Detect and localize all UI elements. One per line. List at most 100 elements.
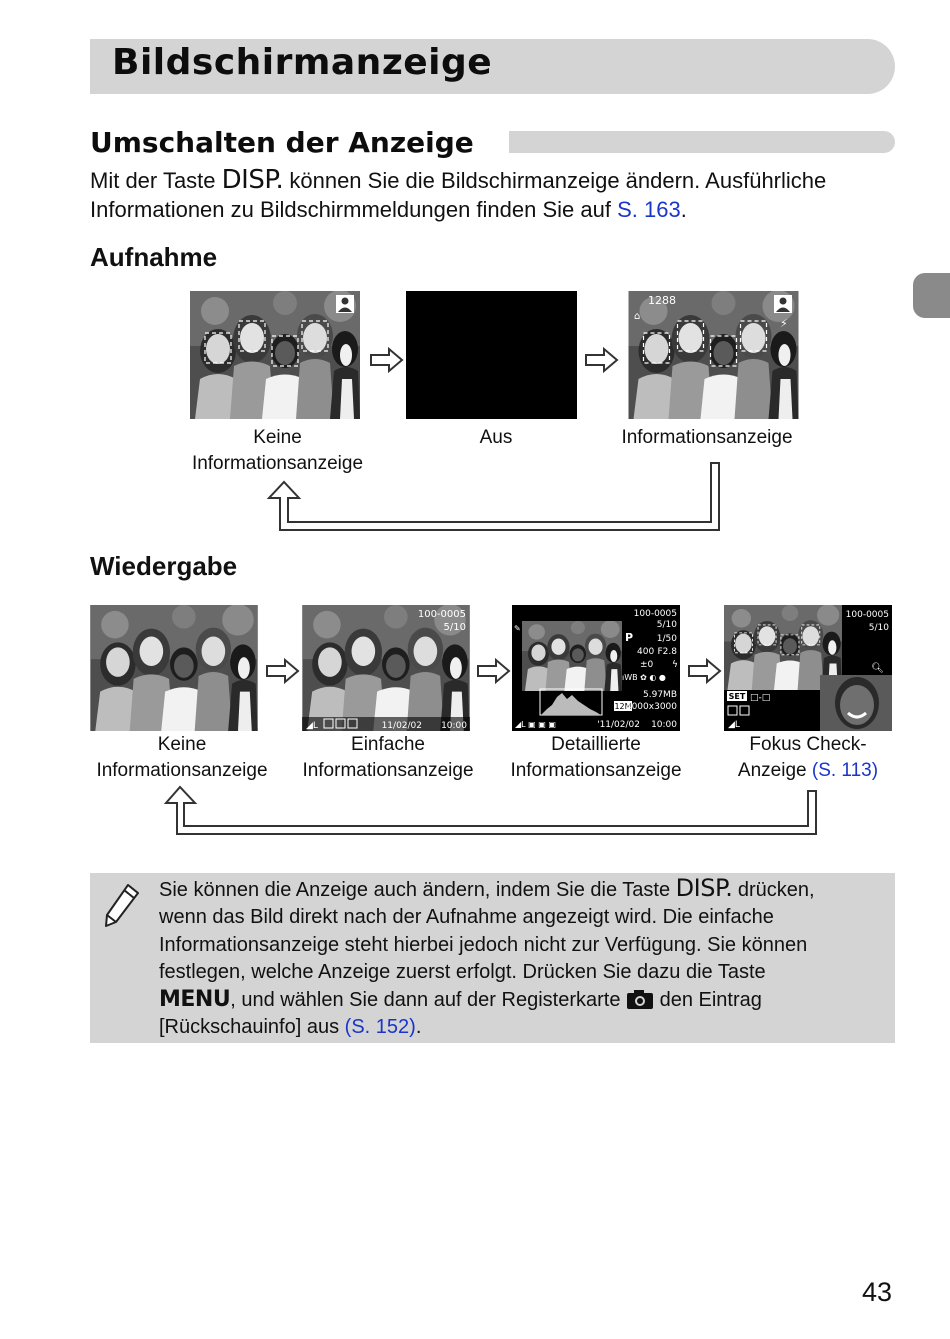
- intro-text-c: Informationen zu Bildschirmmeldungen fin…: [90, 197, 618, 222]
- note-line: wenn das Bild direkt nach der Aufnahme a…: [159, 906, 774, 929]
- disp-button-symbol: DISP.: [221, 165, 284, 195]
- note-text: Sie können die Anzeige auch ändern, inde…: [159, 874, 889, 1042]
- shooting-screen-off: [406, 291, 577, 419]
- aperture: F2.8: [658, 647, 678, 657]
- note-box: [90, 873, 895, 1043]
- caption-text: Anzeige: [737, 760, 812, 781]
- caption-info: Informationsanzeige: [607, 425, 807, 451]
- photo-children-dog: [90, 605, 258, 731]
- playback-heading: Wiedergabe: [90, 551, 238, 581]
- caption-line: Informationsanzeige: [302, 760, 474, 781]
- section-title-bar: [509, 131, 895, 153]
- page-link-s163[interactable]: S. 163: [617, 197, 681, 222]
- camera-tab-icon: [627, 990, 654, 1010]
- exposure-comp: ±0: [640, 660, 654, 670]
- intro-line-1: Mit der Taste DISP. können Sie die Bilds…: [90, 166, 900, 195]
- time: 10:00: [441, 721, 467, 731]
- intro-text-a: Mit der Taste: [90, 168, 222, 193]
- caption-line: Informationsanzeige: [191, 453, 364, 474]
- caption-line: Informationsanzeige: [621, 427, 793, 448]
- svg-text:🔍︎: 🔍︎: [871, 662, 884, 674]
- intro-text-b: können Sie die Bildschirmanzeige ändern.…: [283, 168, 827, 193]
- file-size: 5.97MB: [643, 690, 677, 700]
- photo-children-dog: 1288 ⌂ ⚡: [628, 291, 799, 419]
- pencil-icon: [105, 884, 139, 927]
- note-line: Sie können die Anzeige auch ändern, inde…: [159, 874, 889, 904]
- caption-no-info: Keine Informationsanzeige: [170, 425, 385, 477]
- intro-paragraph: Mit der Taste DISP. können Sie die Bilds…: [90, 166, 900, 224]
- shooting-mode: P: [625, 631, 633, 644]
- intro-period: .: [680, 197, 687, 222]
- note-line: Informationsanzeige steht hierbei jedoch…: [159, 933, 808, 956]
- note-text-a: Sie können die Anzeige auch ändern, inde…: [159, 879, 676, 901]
- playback-screen-no-info: [90, 605, 258, 731]
- arrow-right-icon: [266, 657, 300, 685]
- file-number: 100-0005: [634, 609, 677, 619]
- svg-text:⚡: ⚡: [780, 317, 788, 330]
- note-line: [Rückschauinfo] aus (S. 152).: [159, 1014, 889, 1041]
- menu-button-symbol: MENU: [159, 987, 231, 1013]
- caption-off: Aus: [406, 425, 586, 451]
- svg-text:⌂: ⌂: [634, 311, 640, 322]
- playback-screen-detailed-info: ✎ 100-0005 5/10 P 1/50 400 F2.8 ±0 ϟ ıWB…: [512, 605, 680, 731]
- caption-line: Anzeige (S. 113): [708, 758, 908, 784]
- arrow-right-icon: [585, 346, 619, 374]
- loop-back-arrow-icon: [163, 785, 817, 835]
- image-count: 5/10: [657, 620, 677, 630]
- image-count: 5/10: [444, 622, 466, 633]
- caption-line: Detaillierte: [551, 734, 641, 755]
- caption-line: Informationsanzeige: [510, 760, 682, 781]
- shutter-speed: 1/50: [657, 634, 677, 644]
- photo-children-dog: 100-0005 5/10 ◢L 11/02/02 10:00: [302, 605, 470, 731]
- svg-text:✎: ✎: [514, 624, 521, 633]
- caption-line: Fokus Check-: [749, 734, 867, 755]
- playback-screen-focus-check: 100-0005 5/10 🔍︎ SET □-□ ◢L: [724, 605, 892, 731]
- image-count: 5/10: [869, 623, 889, 633]
- arrow-right-icon: [370, 346, 404, 374]
- shooting-screen-info: 1288 ⌂ ⚡: [628, 291, 799, 419]
- caption-line: Keine: [253, 427, 302, 448]
- shooting-heading: Aufnahme: [90, 242, 218, 272]
- svg-text:ϟ: ϟ: [672, 660, 678, 670]
- iso-value: 400: [637, 647, 654, 657]
- file-number: 100-0005: [846, 610, 889, 620]
- svg-text:◢L ▣ ▣ ▣: ◢L ▣ ▣ ▣: [515, 720, 556, 729]
- time: 10:00: [651, 720, 677, 730]
- note-line: festlegen, welche Anzeige zuerst erfolgt…: [159, 960, 766, 983]
- set-label: SET: [729, 692, 746, 701]
- caption-detailed-info: Detaillierte Informationsanzeige: [496, 732, 696, 784]
- shooting-screen-no-info: [190, 291, 360, 419]
- caption-line: Keine: [157, 734, 207, 755]
- note-line: MENU, und wählen Sie dann auf der Regist…: [159, 986, 889, 1014]
- section-title: Umschalten der Anzeige: [90, 126, 474, 159]
- disp-button-symbol: DISP.: [675, 874, 733, 902]
- photo-children-dog: [190, 291, 360, 419]
- note-period: .: [415, 1016, 422, 1039]
- note-text-b: drücken,: [732, 879, 815, 901]
- page-link-s152[interactable]: (S. 152): [344, 1016, 416, 1039]
- caption-line: Aus: [479, 427, 513, 448]
- title-bar: [90, 39, 895, 94]
- note-text-d: den Eintrag: [654, 989, 762, 1012]
- caption-line: Einfache: [351, 734, 425, 755]
- arrow-right-icon: [477, 657, 511, 685]
- note-text-e: [Rückschauinfo] aus: [159, 1016, 345, 1039]
- page-number: 43: [862, 1277, 893, 1307]
- detailed-info-display: ✎ 100-0005 5/10 P 1/50 400 F2.8 ±0 ϟ ıWB…: [512, 605, 680, 731]
- svg-text:□-□: □-□: [750, 693, 770, 703]
- focus-check-display: 100-0005 5/10 🔍︎ SET □-□ ◢L: [724, 605, 892, 731]
- svg-text:◢L: ◢L: [306, 721, 318, 731]
- caption-simple-info: Einfache Informationsanzeige: [288, 732, 488, 784]
- arrow-right-icon: [688, 657, 722, 685]
- note-text-c: , und wählen Sie dann auf der Registerka…: [230, 989, 627, 1012]
- intro-line-2: Informationen zu Bildschirmmeldungen fin…: [90, 195, 900, 224]
- svg-text:ıWB ✿ ◐ ●: ıWB ✿ ◐ ●: [622, 673, 666, 682]
- svg-text:◢L: ◢L: [728, 720, 740, 730]
- caption-line: Informationsanzeige: [96, 760, 268, 781]
- page-link-s113[interactable]: (S. 113): [811, 760, 879, 781]
- shots-remaining: 1288: [648, 294, 676, 307]
- chapter-side-tab: [913, 273, 950, 318]
- caption-focus-check: Fokus Check- Anzeige (S. 113): [708, 732, 908, 784]
- resolution: 4000x3000: [626, 702, 677, 712]
- date: 11/02/02: [382, 721, 422, 731]
